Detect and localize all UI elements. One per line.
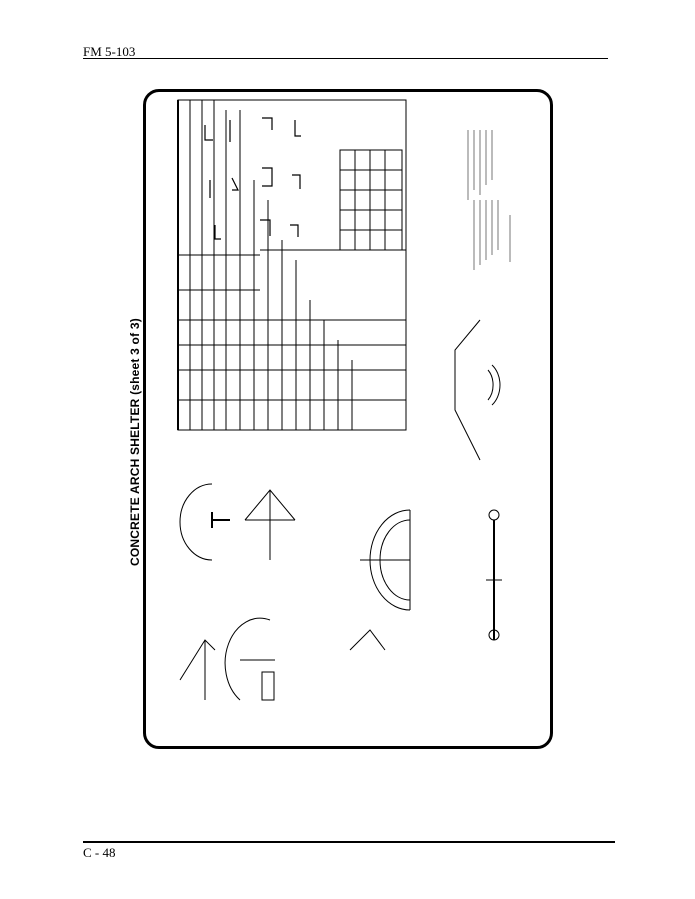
notes-text-block	[467, 130, 511, 270]
drawing-sheet-frame	[143, 89, 553, 749]
arch-detail-a	[179, 483, 296, 561]
bar-shape-sketches	[204, 117, 301, 240]
page-number: C - 48	[83, 845, 116, 860]
footer-rule	[83, 841, 615, 843]
header-rule	[83, 58, 608, 59]
footing-details	[179, 617, 386, 701]
bar-schedule-table	[177, 99, 407, 431]
arch-section-profile	[454, 319, 501, 461]
document-header: FM 5-103	[83, 44, 136, 59]
connector-detail	[486, 509, 502, 641]
arch-detail-b	[360, 509, 411, 611]
